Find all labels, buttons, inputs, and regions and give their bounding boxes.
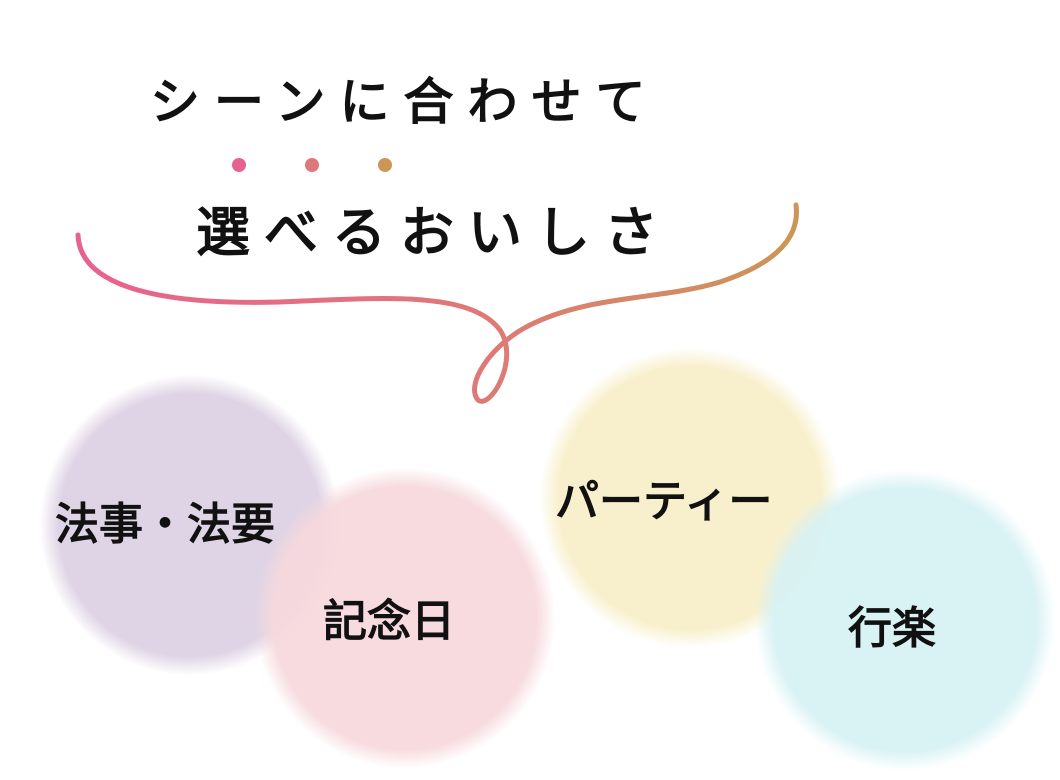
heading-line-1: シーンに合わせて xyxy=(150,73,660,131)
heading-line-2: 選べるおいしさ xyxy=(196,201,672,264)
scene-circle-anniversary xyxy=(255,468,555,768)
scene-circle-outing xyxy=(755,470,1055,770)
emphasis-dot xyxy=(305,158,319,172)
scene-label-anniversary: 記念日 xyxy=(323,596,455,647)
emphasis-dot xyxy=(378,158,392,172)
scene-label-memorial: 法事・法要 xyxy=(55,499,275,550)
scene-label-outing: 行楽 xyxy=(848,603,936,654)
emphasis-dot xyxy=(232,158,246,172)
scene-label-party: パーティー xyxy=(555,476,773,527)
